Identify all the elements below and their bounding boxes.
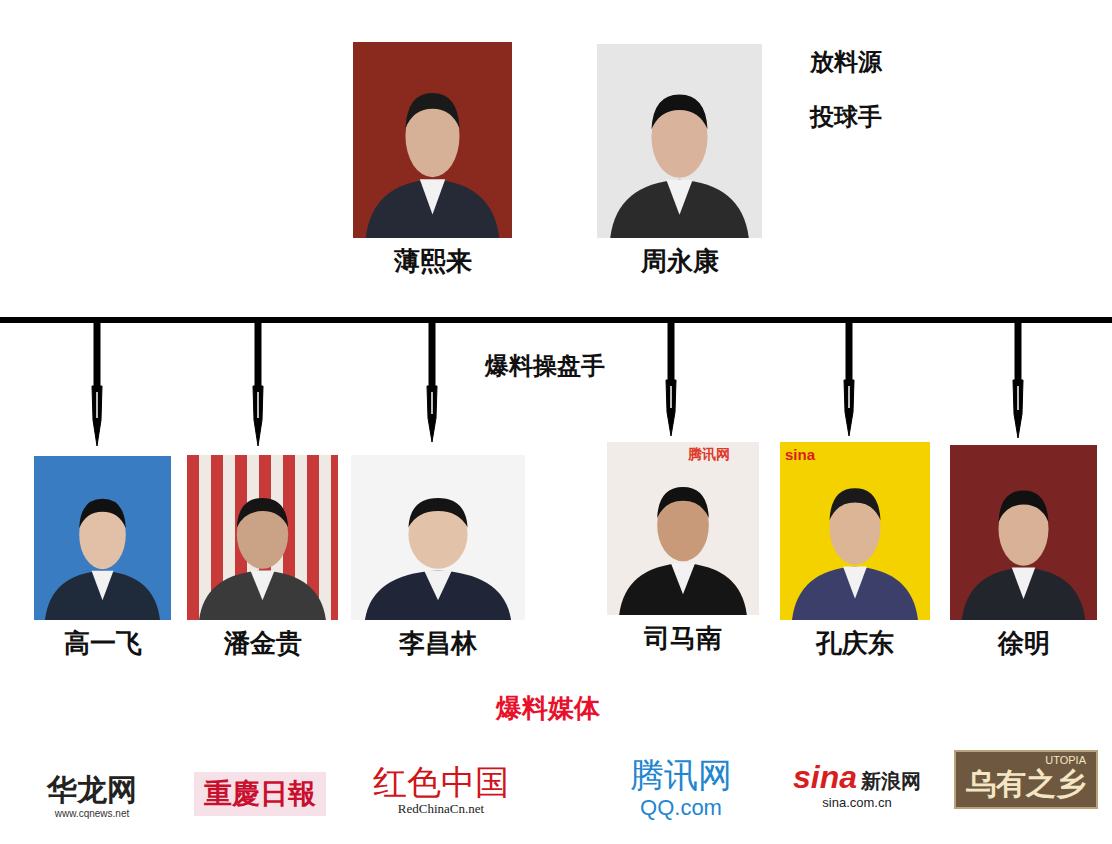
media-logo: 重慶日報 <box>194 772 326 816</box>
portrait-placeholder <box>34 456 171 620</box>
hook-slits <box>97 386 1018 418</box>
person-name: 周永康 <box>567 246 792 277</box>
portrait-placeholder <box>597 44 762 238</box>
portrait-placeholder <box>351 455 525 620</box>
portrait-node: 高一飞 <box>34 456 171 620</box>
portrait-placeholder <box>187 455 338 620</box>
hook <box>844 320 854 436</box>
logo-text: 新浪网 <box>861 770 921 793</box>
media-logo: UTOPIA乌有之乡 <box>954 750 1098 809</box>
watermark: sina <box>785 446 815 464</box>
group-label: 爆料媒体 <box>496 693 600 724</box>
logo-row: RedChinaCn.net <box>398 802 484 817</box>
hooks <box>92 320 1023 446</box>
watermark: 腾讯网 <box>688 446 730 463</box>
logo-row: QQ.com <box>640 795 722 820</box>
hanging-bar <box>0 317 1112 323</box>
logo-row: UTOPIA <box>966 754 1086 767</box>
person-name: 潘金贵 <box>157 628 368 659</box>
media-logo: 红色中国RedChinaCn.net <box>369 761 513 819</box>
logo-text: UTOPIA <box>1045 754 1086 767</box>
portrait-node: 李昌林 <box>351 455 525 620</box>
person-name: 司马南 <box>577 623 789 654</box>
logo-row: 华龙网 <box>47 773 137 808</box>
group-label: 爆料操盘手 <box>485 352 605 381</box>
logo-text: 腾讯网 <box>630 756 732 795</box>
logo-row: www.cqnews.net <box>55 808 129 820</box>
side-label: 投球手 <box>810 103 882 132</box>
logo-text: sina <box>793 759 857 796</box>
logo-row: sina新浪网 <box>793 759 921 796</box>
logo-text: www.cqnews.net <box>55 808 129 820</box>
media-logo: 腾讯网QQ.com <box>626 754 736 822</box>
logo-row: 腾讯网 <box>630 756 732 795</box>
hook <box>92 320 102 446</box>
person-name: 高一飞 <box>4 628 201 659</box>
person-name: 李昌林 <box>321 628 555 659</box>
media-logo: sina新浪网sina.com.cn <box>789 757 925 813</box>
portrait-node: 潘金贵 <box>187 455 338 620</box>
hook <box>666 320 676 436</box>
logo-text: sina.com.cn <box>822 796 891 811</box>
portrait-node: 司马南 <box>607 442 759 615</box>
person-name: 薄熙来 <box>323 246 542 277</box>
logo-row: 红色中国 <box>373 763 509 802</box>
media-logo: 华龙网www.cqnews.net <box>43 771 141 821</box>
logo-row: 重慶日報 <box>204 778 316 810</box>
portrait-placeholder <box>607 442 759 615</box>
portrait-placeholder <box>353 42 512 238</box>
hook <box>1013 320 1023 438</box>
portrait-placeholder <box>780 442 930 620</box>
hook <box>253 320 263 446</box>
side-label: 放料源 <box>810 48 882 77</box>
logo-text: 重慶日報 <box>204 778 316 810</box>
portrait-placeholder <box>950 445 1097 620</box>
logo-text: 红色中国 <box>373 763 509 802</box>
logo-text: QQ.com <box>640 795 722 820</box>
portrait-node: 孔庆东 <box>780 442 930 620</box>
logo-row: sina.com.cn <box>822 796 891 811</box>
portrait-node: 徐明 <box>950 445 1097 620</box>
logo-text: 乌有之乡 <box>966 767 1086 802</box>
hook <box>427 320 437 442</box>
portrait-node: 薄熙来 <box>353 42 512 238</box>
portrait-node: 周永康 <box>597 44 762 238</box>
logo-row: 乌有之乡 <box>966 767 1086 802</box>
person-name: 徐明 <box>920 628 1112 659</box>
logo-text: 华龙网 <box>47 773 137 808</box>
logo-text: RedChinaCn.net <box>398 802 484 817</box>
person-name: 孔庆东 <box>750 628 960 659</box>
